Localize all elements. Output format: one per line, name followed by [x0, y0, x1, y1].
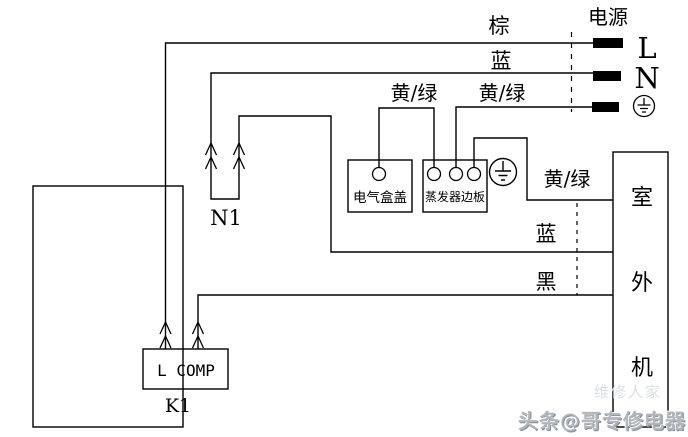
brown-wire [164, 42, 593, 349]
evaporator-side-plate-label: 蒸发器边板 [425, 189, 485, 204]
black-wire [197, 294, 613, 349]
terminal-bar-L [593, 38, 623, 48]
terminal-bar-earth [592, 102, 619, 112]
evaporator-terminal-1 [426, 166, 442, 182]
connector-arrow-comp-right [191, 320, 205, 349]
ground-wire-outdoor [473, 137, 613, 201]
wire-label-brown: 棕 [489, 14, 510, 38]
evaporator-side-plate-box [422, 159, 488, 213]
outdoor-unit-char-2: 外 [631, 271, 653, 296]
watermark-main: 头条@哥专修电器 [518, 409, 686, 433]
connector-arrow-n1-right [232, 141, 246, 170]
electric-box-cover-box [347, 159, 413, 213]
compressor-relay-box [142, 348, 229, 390]
wire-label-blue-top: 蓝 [491, 49, 512, 73]
evaporator-terminal-3 [466, 166, 482, 182]
relay-ref-label: K1 [165, 395, 191, 417]
wire-label-yellow-green-right: 黄/绿 [544, 167, 591, 191]
evaporator-terminal-2 [448, 166, 464, 182]
wire-label-yellow-green-1: 黄/绿 [391, 81, 438, 105]
power-neutral-label: N [634, 61, 659, 95]
electric-box-cover-label: 电气盒盖 [353, 189, 407, 206]
earth-icon [488, 157, 518, 187]
ground-wire-boxcover-link [378, 107, 435, 168]
wire-label-blue-right: 蓝 [536, 222, 557, 246]
boxcover-terminal [371, 166, 387, 182]
outdoor-unit-char-3: 机 [631, 356, 653, 381]
connector-ref-label: N1 [210, 206, 242, 230]
power-title: 电源 [588, 5, 628, 29]
compressor-label: L COMP [157, 361, 215, 380]
wire-label-yellow-green-2: 黄/绿 [479, 81, 526, 105]
connector-arrow-comp-left [159, 320, 172, 349]
power-earth-icon [632, 94, 656, 118]
watermark-ghost: 维修人家 [594, 383, 663, 401]
ground-wire-main [455, 106, 593, 168]
power-line-label: L [637, 31, 656, 65]
outdoor-unit-box [612, 151, 669, 428]
connector-arrow-n1-left [204, 141, 218, 170]
wire-label-black-right: 黑 [536, 270, 557, 294]
main-unit-box [32, 185, 184, 428]
outdoor-unit-char-1: 室 [631, 186, 653, 211]
terminal-bar-N [593, 71, 621, 81]
